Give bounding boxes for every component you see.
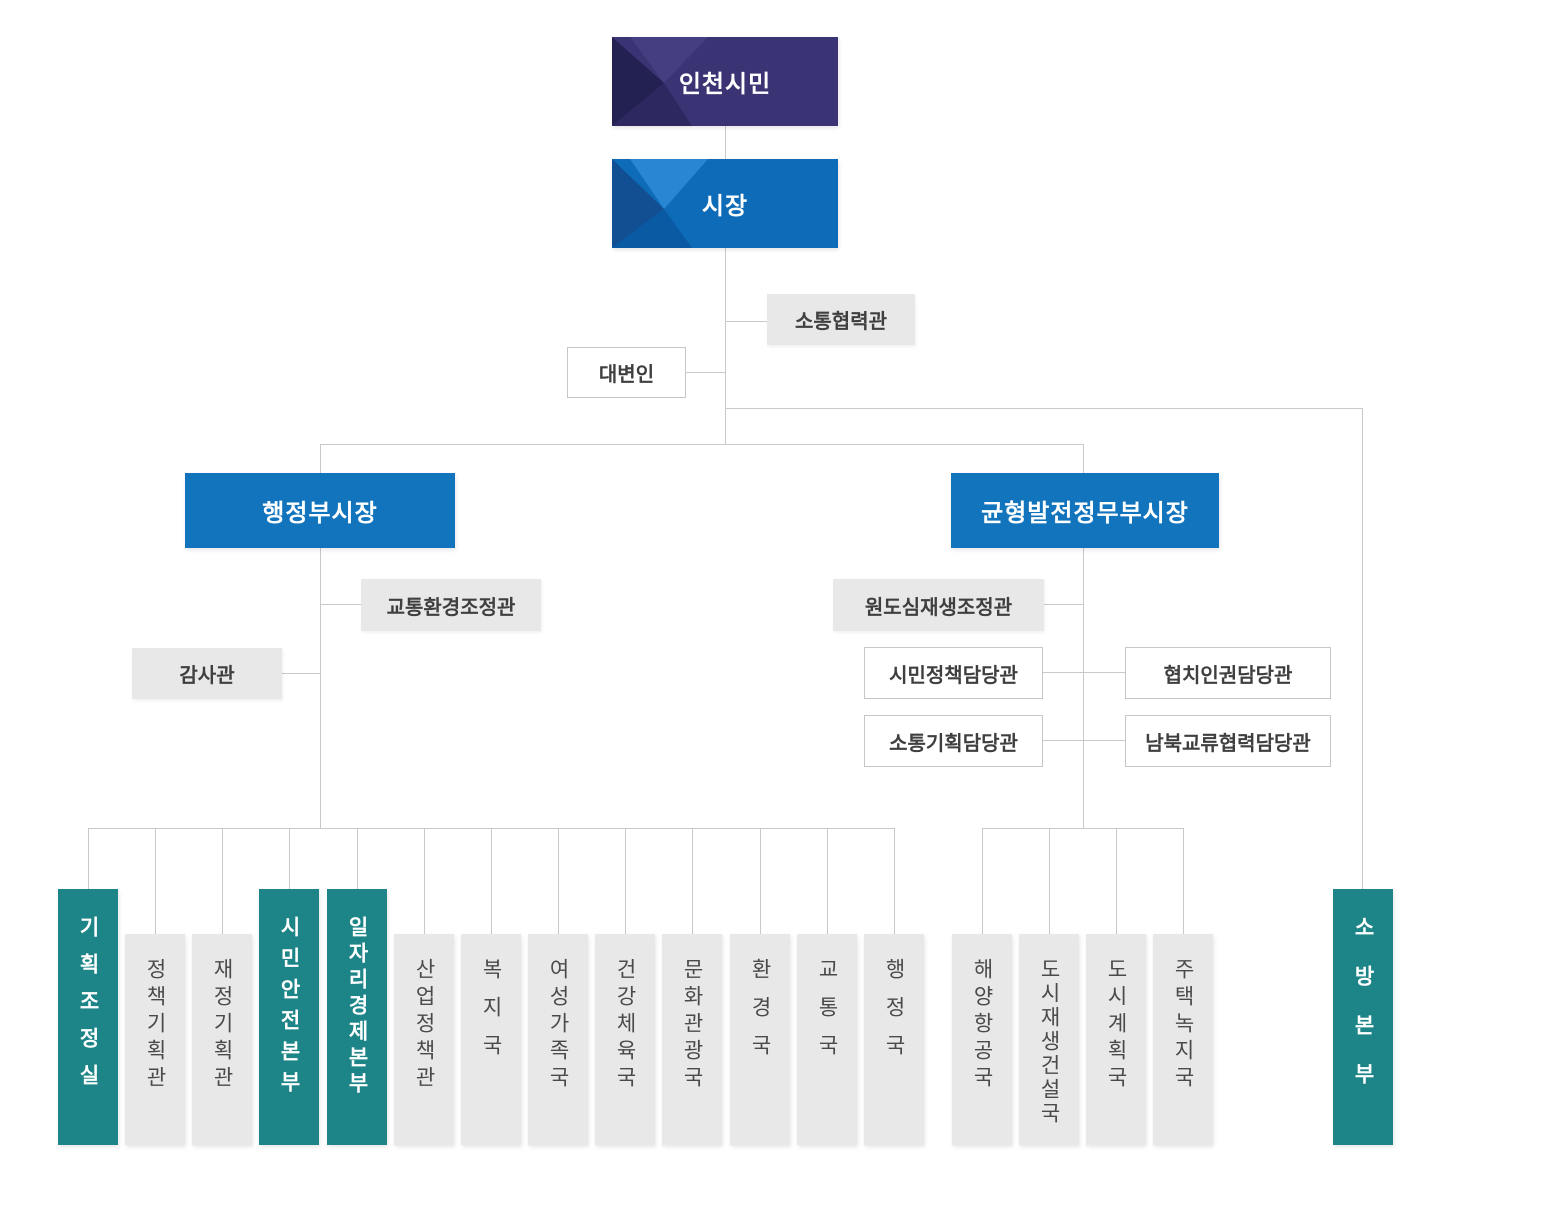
connector-line — [625, 829, 626, 934]
dept-box-fire-hq: 소방본부 — [1333, 889, 1393, 1145]
connector-line — [1362, 408, 1363, 889]
node-label: 시장 — [701, 193, 749, 220]
dept-box: 여성가족국 — [528, 934, 588, 1145]
dept-label: 일자리경제본부 — [345, 916, 369, 1098]
node-label: 균형발전정무부시장 — [981, 500, 1189, 527]
connector-line — [1043, 672, 1125, 673]
dept-box: 교통국 — [797, 934, 857, 1145]
node-label: 소통기획담당관 — [889, 732, 1018, 755]
node-auditor: 감사관 — [132, 648, 282, 699]
connector-line — [289, 829, 290, 889]
dept-box: 해양항공국 — [952, 934, 1012, 1145]
dept-box: 건강체육국 — [595, 934, 655, 1145]
connector-line — [725, 126, 726, 159]
node-traffic-env-coordinator: 교통환경조정관 — [361, 579, 541, 631]
dept-box: 산업정책관 — [394, 934, 454, 1145]
dept-label: 주택녹지국 — [1171, 958, 1195, 1093]
dept-label: 도시계획국 — [1104, 958, 1128, 1093]
connector-line — [88, 829, 89, 889]
connector-line — [760, 829, 761, 934]
node-citizen: 인천시민 — [612, 37, 838, 126]
node-comm-planning-officer: 소통기획담당관 — [864, 715, 1043, 767]
dept-box: 복지국 — [461, 934, 521, 1145]
connector-line — [1044, 604, 1084, 605]
node-label: 교통환경조정관 — [386, 596, 516, 619]
node-label: 감사관 — [179, 665, 235, 687]
connector-line — [320, 444, 1084, 445]
dept-label: 해양항공국 — [970, 958, 994, 1093]
node-balanced-dev-vice-mayor: 균형발전정무부시장 — [951, 473, 1219, 548]
dept-box: 환경국 — [730, 934, 790, 1145]
box-decoration — [612, 37, 708, 126]
connector-line — [982, 829, 983, 934]
node-label: 행정부시장 — [262, 500, 378, 527]
dept-label: 산업정책관 — [412, 958, 436, 1093]
dept-label: 정책기획관 — [143, 958, 167, 1093]
connector-line — [1083, 548, 1084, 829]
connector-line — [1049, 829, 1050, 934]
connector-line — [491, 829, 492, 934]
connector-line — [320, 604, 361, 605]
node-admin-vice-mayor: 행정부시장 — [185, 473, 455, 548]
node-label: 대변인 — [598, 364, 655, 386]
connector-line — [1183, 829, 1184, 934]
node-mayor: 시장 — [612, 159, 838, 248]
node-citizen-policy-officer: 시민정책담당관 — [864, 647, 1043, 699]
dept-label: 건강체육국 — [613, 958, 637, 1093]
dept-box: 주택녹지국 — [1153, 934, 1213, 1145]
connector-line — [1043, 740, 1125, 741]
connector-line — [725, 248, 726, 444]
connector-line — [222, 829, 223, 934]
dept-label: 여성가족국 — [546, 958, 570, 1093]
dept-box: 일자리경제본부 — [327, 889, 387, 1145]
connector-line — [726, 408, 1363, 409]
connector-line — [686, 372, 726, 373]
connector-line — [320, 548, 321, 829]
dept-label: 도시재생건설국 — [1037, 958, 1061, 1126]
connector-line — [282, 673, 321, 674]
dept-box: 도시계획국 — [1086, 934, 1146, 1145]
connector-line — [692, 829, 693, 934]
node-communication-officer: 소통협력관 — [767, 294, 915, 345]
connector-line — [424, 829, 425, 934]
node-governance-hr-officer: 협치인권담당관 — [1125, 647, 1331, 699]
connector-line — [558, 829, 559, 934]
dept-label: 시민안전본부 — [277, 916, 301, 1102]
dept-label: 기획조정실 — [76, 916, 100, 1101]
dept-label: 소방본부 — [1351, 916, 1375, 1112]
box-decoration — [612, 159, 708, 248]
node-label: 시민정책담당관 — [889, 664, 1018, 687]
dept-box: 문화관광국 — [662, 934, 722, 1145]
connector-line — [88, 828, 895, 829]
dept-box: 기획조정실 — [58, 889, 118, 1145]
node-label: 원도심재생조정관 — [864, 596, 1013, 619]
connector-line — [726, 321, 767, 322]
node-label: 남북교류협력담당관 — [1145, 732, 1311, 755]
node-label: 인천시민 — [678, 71, 772, 98]
dept-label: 재정기획관 — [210, 958, 234, 1093]
node-label: 협치인권담당관 — [1163, 664, 1293, 687]
dept-label: 환경국 — [748, 958, 772, 1072]
node-inter-korean-officer: 남북교류협력담당관 — [1125, 715, 1331, 767]
dept-box: 도시재생건설국 — [1019, 934, 1079, 1145]
dept-box: 시민안전본부 — [259, 889, 319, 1145]
connector-line — [357, 829, 358, 889]
connector-line — [1083, 444, 1084, 473]
dept-label: 복지국 — [479, 958, 503, 1072]
node-urban-regen-coordinator: 원도심재생조정관 — [833, 579, 1044, 631]
connector-line — [894, 829, 895, 934]
dept-box: 재정기획관 — [192, 934, 252, 1145]
node-label: 소통협력관 — [795, 311, 887, 333]
connector-line — [827, 829, 828, 934]
dept-label: 교통국 — [815, 958, 839, 1072]
dept-box: 행정국 — [864, 934, 924, 1145]
connector-line — [1116, 829, 1117, 934]
node-spokesperson: 대변인 — [567, 347, 686, 398]
connector-line — [320, 444, 321, 473]
connector-line — [155, 829, 156, 934]
dept-label: 행정국 — [882, 958, 906, 1072]
connector-line — [982, 828, 1184, 829]
dept-label: 문화관광국 — [680, 958, 704, 1093]
dept-box: 정책기획관 — [125, 934, 185, 1145]
